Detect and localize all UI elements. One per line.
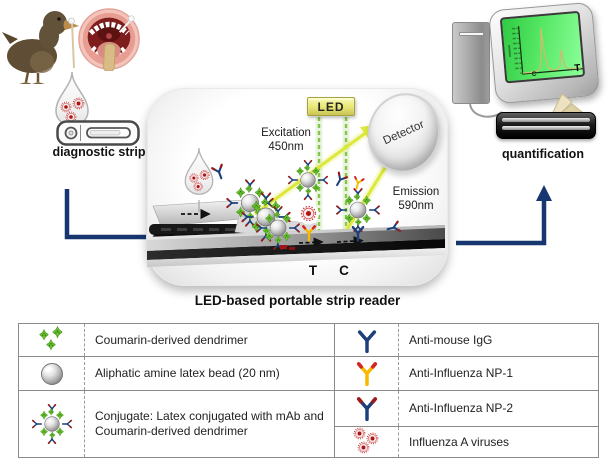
emission-wavelength: 590nm	[398, 200, 434, 213]
left-connector-line	[64, 189, 146, 240]
excitation-text: Excitation	[261, 127, 311, 139]
anti-mouse-igg-icon	[335, 324, 399, 356]
legend-row: Aliphatic amine latex bead (20 nm)	[19, 357, 334, 391]
legend-label: Anti-Influenza NP-1	[409, 366, 514, 380]
legend-row: Coumarin-derived dendrimer	[19, 324, 334, 357]
legend-row: Anti-mouse IgG	[335, 324, 598, 357]
strip-reader-device	[496, 112, 596, 139]
right-connector-line	[456, 198, 547, 246]
led-label: LED	[317, 99, 345, 114]
screen-c-peak-label: C	[531, 70, 537, 79]
chart-signal-line	[522, 27, 582, 74]
test-line-letter: T	[308, 263, 318, 278]
legend-right-column: Anti-mouse IgG Anti-Influenza NP-1 Anti-…	[335, 324, 598, 457]
emission-label: Emission 590nm	[380, 185, 452, 214]
reader-artwork	[147, 117, 445, 267]
device-stripe	[502, 118, 590, 122]
strip-reader-panel: LED Detector Excitation 450nm Emission 5…	[147, 85, 449, 286]
chart-axes	[517, 26, 584, 75]
legend-row: Anti-Influenza NP-2	[335, 391, 598, 427]
diagnostic-strip-cassette	[56, 120, 140, 146]
control-line-letter: C	[339, 263, 349, 278]
legend-label: Conjugate: Latex conjugated with mAb and…	[95, 409, 324, 438]
legend-row: Conjugate: Latex conjugated with mAb and…	[19, 391, 334, 457]
legend-label: Coumarin-derived dendrimer	[95, 332, 248, 347]
tick-label-marks	[508, 27, 519, 70]
excitation-label: Excitation 450nm	[244, 126, 328, 155]
emission-text: Emission	[392, 186, 440, 198]
disk-slot	[459, 32, 484, 36]
reader-caption: LED-based portable strip reader	[194, 293, 401, 308]
legend-table: Coumarin-derived dendrimer Aliphatic ami…	[18, 323, 599, 458]
swab-stick	[68, 17, 75, 69]
conjugate-cluster	[211, 163, 402, 250]
influenza-virus-icon	[335, 427, 399, 457]
pc-tower	[452, 22, 490, 104]
legend-label: Aliphatic amine latex bead (20 nm)	[95, 366, 280, 380]
legend-label: Anti-Influenza NP-2	[409, 401, 514, 415]
screen-t-peak-label: T	[573, 62, 581, 75]
diagnostic-strip-label: diagnostic strip	[52, 145, 146, 159]
excitation-wavelength: 450nm	[268, 141, 304, 154]
legend-left-column: Coumarin-derived dendrimer Aliphatic ami…	[19, 324, 335, 457]
fluorescence-chart	[508, 26, 584, 75]
anti-influenza-np2-icon	[335, 391, 399, 426]
legend-label: Anti-mouse IgG	[409, 332, 493, 347]
throat-swab-image	[78, 8, 140, 71]
monitor-screen: C T	[499, 10, 586, 84]
up-arrowhead	[536, 185, 552, 201]
detector-label: Detector	[381, 118, 427, 148]
legend-label: Influenza A viruses	[409, 434, 510, 449]
legend-row: Anti-Influenza NP-1	[335, 357, 598, 391]
anti-influenza-np1-icon	[335, 357, 399, 390]
legend-row: Influenza A viruses	[335, 427, 598, 457]
conjugate-icon	[19, 391, 85, 457]
reader-sample-droplet	[185, 148, 212, 194]
pc-monitor: C T	[488, 1, 600, 105]
test-strip	[147, 225, 445, 267]
dendrimer-icon	[19, 324, 85, 356]
test-line-complex	[289, 161, 328, 242]
quantification-label: quantification	[502, 147, 584, 161]
latex-bead-icon	[19, 357, 85, 390]
y-axis-ticks	[516, 27, 523, 74]
led-source: LED	[307, 97, 355, 116]
device-stripe	[502, 126, 590, 130]
